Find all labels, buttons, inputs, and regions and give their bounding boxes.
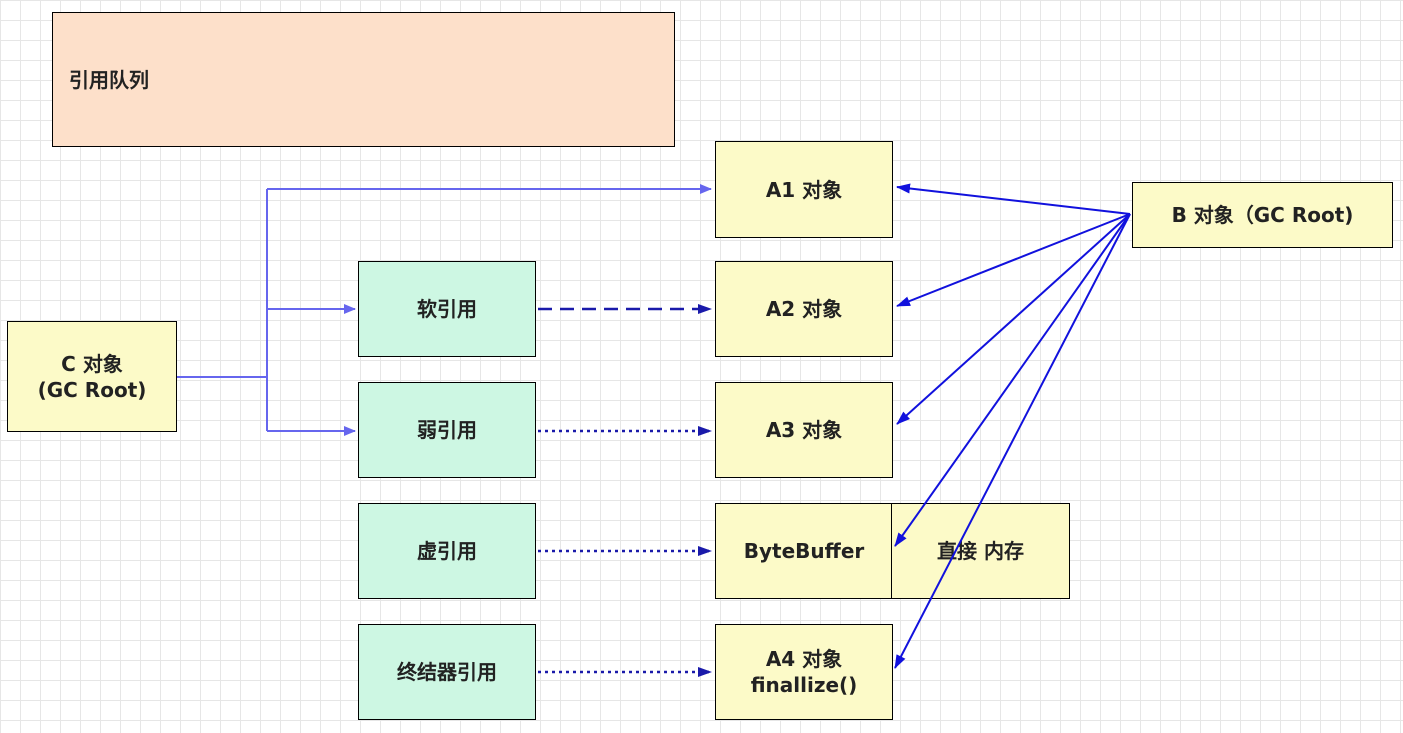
bytebuffer-box: ByteBuffer [715, 503, 893, 599]
edge-b-to-a4 [894, 213, 1131, 669]
a4-object-box: A4 对象 finallize() [715, 624, 893, 720]
phantom-reference-box: 虚引用 [358, 503, 536, 599]
direct-memory-box: 直接 内存 [891, 503, 1070, 599]
c-object-box: C 对象 (GC Root) [7, 321, 177, 432]
weak-reference-box: 弱引用 [358, 382, 536, 478]
a4-object-label: A4 对象 [765, 647, 843, 671]
soft-reference-box: 软引用 [358, 261, 536, 357]
edge-b-to-a2 [896, 213, 1131, 307]
reference-queue-label: 引用队列 [69, 67, 149, 92]
soft-reference-label: 软引用 [417, 297, 477, 321]
a1-object-box: A1 对象 [715, 141, 893, 238]
c-object-gc-root-label: (GC Root) [37, 377, 147, 402]
a4-finalize-label: finallize() [750, 673, 858, 697]
c-object-label: C 对象 [61, 351, 123, 376]
a1-object-label: A1 对象 [765, 177, 843, 202]
edge-b-to-a3 [896, 213, 1131, 425]
b-object-box: B 对象（GC Root) [1132, 182, 1393, 248]
a3-object-label: A3 对象 [765, 418, 843, 442]
weak-reference-label: 弱引用 [417, 418, 477, 442]
edge-b-to-bytebuffer [894, 213, 1131, 547]
reference-queue-box: 引用队列 [52, 12, 675, 147]
a2-object-box: A2 对象 [715, 261, 893, 357]
b-object-label: B 对象（GC Root) [1171, 203, 1354, 227]
a3-object-box: A3 对象 [715, 382, 893, 478]
finalizer-reference-box: 终结器引用 [358, 624, 536, 720]
edge-b-to-a1 [896, 183, 1131, 215]
a2-object-label: A2 对象 [765, 297, 843, 321]
phantom-reference-label: 虚引用 [417, 539, 477, 563]
bytebuffer-label: ByteBuffer [743, 539, 865, 563]
finalizer-reference-label: 终结器引用 [397, 660, 497, 684]
